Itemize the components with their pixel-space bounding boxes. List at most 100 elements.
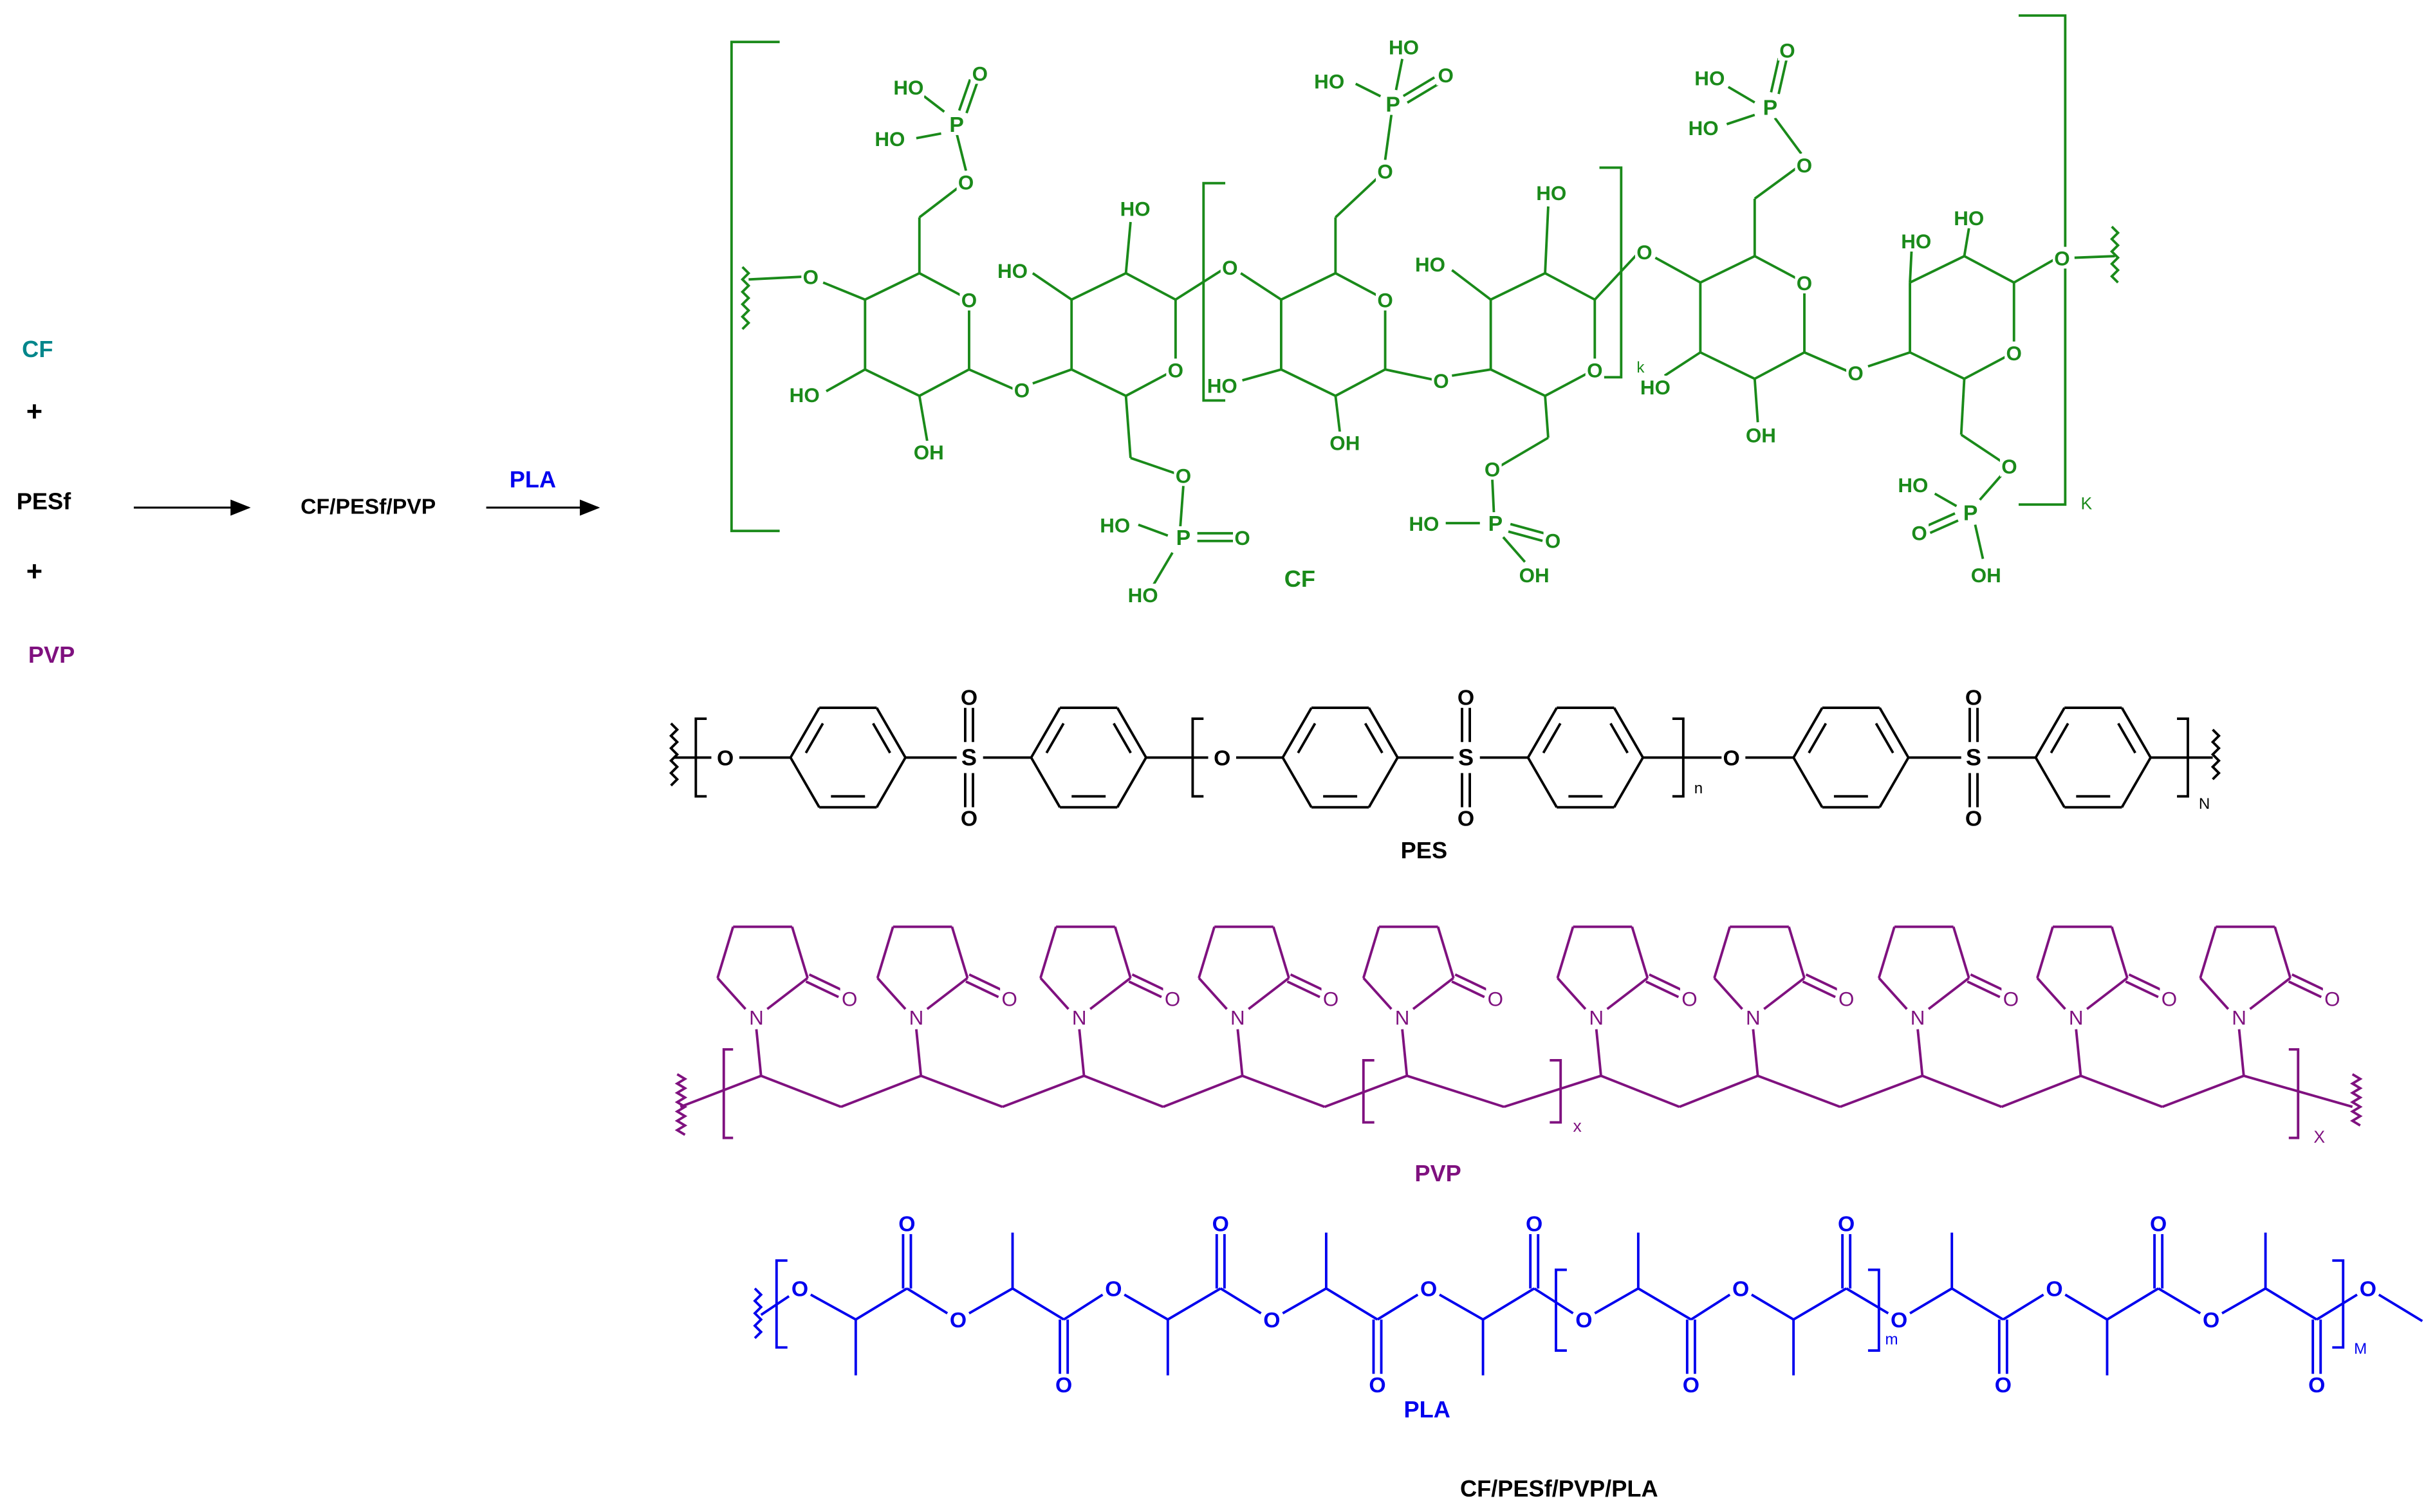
atom-mask (1743, 1006, 1763, 1028)
cf-double-bond (1929, 519, 1959, 535)
atom-mask (1174, 464, 1193, 486)
pla-backbone-bond (1533, 1287, 1574, 1314)
cf-phosphorus: P (1488, 512, 1503, 536)
pla-backbone-bond (2316, 1293, 2358, 1321)
pla-carbonyl-oxygen-26: O (2150, 1212, 2167, 1236)
atom-mask (2044, 1277, 2064, 1300)
atom-mask (1456, 686, 1476, 708)
cf-hydroxyl: HO (1954, 207, 1984, 230)
cf-phosphorus: P (1763, 96, 1778, 120)
pvp-ring-bond (1788, 926, 1806, 979)
pla-backbone-bond (810, 1293, 856, 1321)
pvp-pendant-bond (1595, 1029, 1602, 1076)
pes-ring-5-bond (1878, 707, 1910, 759)
cf-bond (1385, 368, 1437, 382)
atom-mask (1745, 423, 1777, 446)
pvp-backbone-bond (1002, 1074, 1085, 1109)
pvp-pendant-bond (755, 1029, 763, 1076)
cf-atom-labels: OOOPHOHOOHOOHOOHOHOOPHOHOOOOOPHOHOOHOOHO… (788, 35, 2072, 607)
cf-oxo: O (1234, 527, 1250, 549)
cf-bond (1179, 486, 1185, 528)
cf-bond (1979, 474, 2003, 501)
atom-mask (1313, 69, 1345, 92)
cf-ring-1-ring-oxygen: O (961, 290, 977, 312)
cf-bond (826, 368, 866, 392)
pvp-backbone-bond (1839, 1074, 1923, 1109)
cf-hydroxyl: HO (1415, 254, 1445, 276)
pvp-carbonyl-bond (1645, 980, 1680, 999)
cf-bond (822, 281, 866, 301)
cf-bond (1242, 368, 1282, 382)
pes-wavy-end-left (669, 722, 680, 787)
pla-carbonyl-oxygen-20: O (1838, 1212, 1855, 1236)
pes-ether-oxygen: O (1723, 746, 1739, 770)
pla-backbone-bond (1637, 1287, 1692, 1321)
pvp-nitrogen-3: N (1072, 1006, 1087, 1029)
pvp-carbonyl-bond (1286, 980, 1320, 999)
pes-ring-4-inner-bond (1542, 723, 1562, 754)
cf-bond (1491, 479, 1495, 513)
reaction-arrows: CF/PESf/PVP PLA (133, 466, 600, 519)
pes-ring-5-bond (1792, 707, 1824, 759)
atom-mask (956, 171, 976, 193)
pla-ester-oxygen-9: O (1263, 1308, 1280, 1332)
atom-mask (1900, 230, 1932, 252)
atom-mask (959, 288, 979, 311)
pla-backbone-bond (1063, 1293, 1104, 1321)
pla-carbonyl-oxygen-2: O (898, 1212, 915, 1236)
pvp-carbonyl-oxygen-10: O (2324, 988, 2340, 1010)
atom-mask (1524, 1212, 1544, 1235)
pvp-ring-bond (1556, 926, 1575, 979)
pvp-backbone-bond (680, 1074, 762, 1109)
pvp-backbone-bond (2162, 1074, 2245, 1109)
atom-mask (1166, 358, 1185, 381)
pes-ring-2-inner-bond (1045, 723, 1065, 754)
pvp-inner-bracket-left (1362, 1058, 1375, 1124)
pes-ring-3-bond (1367, 707, 1399, 759)
pla-outer-bracket-left (775, 1259, 788, 1349)
cf-ring-4-bond (1490, 272, 1546, 301)
cf-phosphorus: P (949, 113, 964, 137)
atom-mask (1262, 1308, 1282, 1331)
pla-backbone-bond (1793, 1287, 1847, 1321)
pvp-carbonyl-oxygen-6: O (1681, 988, 1697, 1010)
pvp-carbonyl-bond (805, 980, 839, 999)
cf-glyc-oxygen: O (1847, 362, 1863, 385)
atom-mask (897, 1212, 917, 1235)
pvp-ring-bond (926, 977, 968, 1010)
pla-ester-oxygen-24: O (2046, 1277, 2062, 1302)
cf-ring-1-bond (864, 272, 920, 301)
atom-mask (958, 746, 980, 769)
atom-mask (1970, 563, 2002, 585)
pla-backbone-bond (1325, 1287, 1378, 1321)
pla-backbone-bond (1012, 1287, 1065, 1321)
cf-structure-label: CF (1284, 566, 1315, 592)
pla-carbonyl-oxygen-5: O (1055, 1373, 1072, 1397)
pla-carbonyl-oxygen-29: O (2308, 1373, 2325, 1397)
cf-phosphate-oxygen: O (958, 171, 974, 194)
pvp-backbone-bond (1083, 1074, 1164, 1109)
cf-bond (1963, 228, 1970, 257)
pla-inner-bracket-right (1867, 1268, 1880, 1352)
pvp-carbonyl-bond (2288, 980, 2322, 999)
cf-ring-2-bond (1125, 272, 1176, 301)
cf-hydroxyl: HO (1389, 36, 1419, 59)
cf-bond (1174, 266, 1228, 301)
cf-bond (1240, 272, 1282, 301)
pes-ring-2-bond (1030, 757, 1061, 808)
cf-bond (1494, 436, 1549, 470)
pes-sulfone-1-oxo: O (961, 807, 977, 831)
atom-mask (1329, 431, 1361, 454)
pvp-ring-bond (1713, 977, 1743, 1010)
pvp-nitrogen-7: N (1746, 1006, 1761, 1029)
pla-ester-oxygen-3: O (950, 1308, 967, 1332)
cf-double-bond (1402, 76, 1436, 97)
atom-mask (2004, 341, 2024, 364)
pvp-outer-bracket-right (2288, 1048, 2300, 1139)
atom-mask (1897, 473, 1929, 495)
cf-phosphate-oxygen: O (1797, 154, 1812, 177)
cf-hydroxyl: HO (1409, 513, 1439, 535)
cf-bond (1451, 269, 1492, 301)
pvp-inner-bracket-right (1550, 1058, 1562, 1124)
